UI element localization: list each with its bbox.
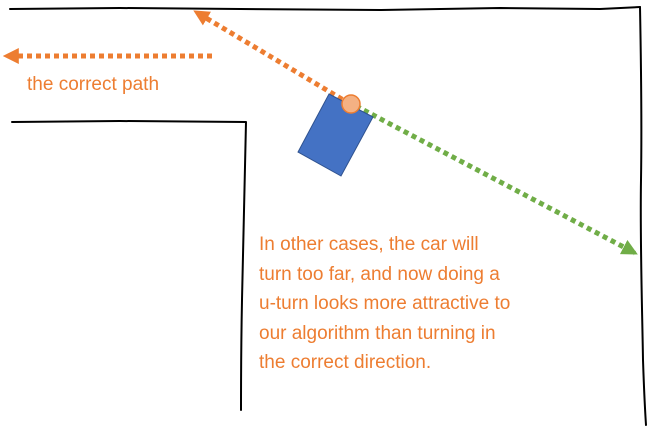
road-wall-inner-corner	[11, 120, 247, 411]
road-wall-top	[9, 6, 641, 11]
caption-line: u-turn looks more attractive to	[259, 293, 511, 314]
u-turn-arrow	[193, 9, 352, 107]
car	[297, 93, 374, 177]
caption-text: In other cases, the car will turn too fa…	[259, 230, 589, 378]
car-position-marker	[341, 94, 361, 114]
road-wall-right	[639, 6, 647, 426]
correct-path-label: the correct path	[27, 74, 160, 95]
caption-line: In other cases, the car will	[259, 234, 479, 255]
caption-line: our algorithm than turning in	[259, 322, 496, 344]
caption-line: the correct direction.	[259, 352, 432, 373]
caption-line: turn too far, and now doing a	[259, 263, 500, 285]
car-heading-arrow	[354, 103, 638, 256]
